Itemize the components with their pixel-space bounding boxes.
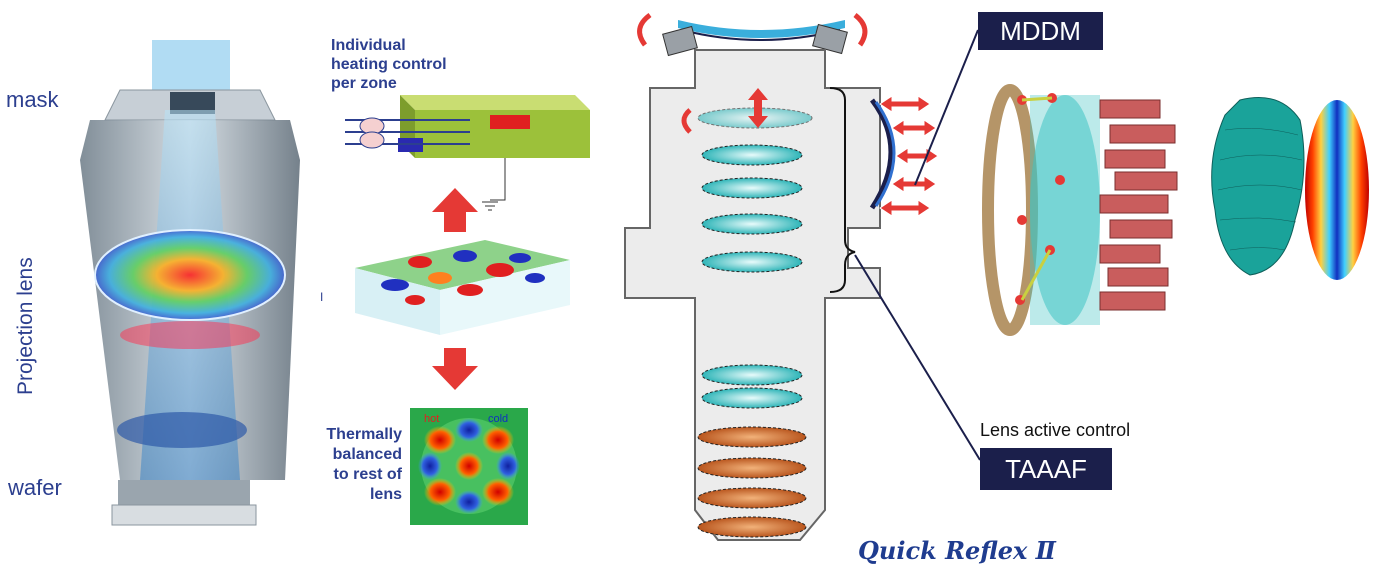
thermal-balance-map	[410, 408, 528, 525]
balanced-line: balanced	[332, 446, 402, 463]
quick-reflex-brand: Quick Reflex Ⅱ	[858, 536, 1056, 565]
double-arrow-icon	[879, 95, 939, 217]
ground-icon	[482, 201, 498, 211]
projection-lens-tower	[80, 40, 300, 526]
heating-title-line: heating control	[331, 56, 447, 73]
arrow-down-icon	[432, 348, 478, 390]
thermally-balanced-caption: Thermally balanced to rest of lens	[310, 425, 402, 505]
zernike-map	[1305, 100, 1369, 280]
deformable-mirror	[869, 95, 939, 217]
lens-active-control-caption: Lens active control	[980, 420, 1131, 440]
heater-plate	[345, 95, 590, 211]
mask-label: mask	[6, 87, 59, 112]
lens-elements-orange	[697, 426, 807, 538]
lens-actuator-arrows	[681, 88, 768, 134]
top-mirror	[637, 12, 868, 57]
surface-mesh	[1217, 128, 1303, 251]
cold-label: cold	[488, 413, 509, 425]
heating-title-line: Individual	[331, 37, 406, 54]
arrow-up-icon	[432, 188, 478, 232]
wafer-label: wafer	[8, 475, 62, 500]
thermal-plate	[355, 240, 570, 335]
lens-elements-cyan	[697, 107, 813, 409]
balanced-line: lens	[369, 486, 402, 503]
tick-mark: I	[320, 290, 324, 304]
rotate-arrow-icon	[637, 12, 652, 47]
lens-column-housing	[624, 49, 881, 541]
deformation-surface	[1211, 97, 1305, 276]
balanced-line: to rest of	[333, 466, 402, 483]
heating-control-title: Individual heating control per zone	[331, 36, 447, 93]
mddm-label: MDDM	[978, 12, 1103, 50]
mddm-connector	[914, 29, 979, 186]
actuated-lens-assembly	[982, 84, 1178, 336]
rotate-arrow-icon	[853, 13, 868, 47]
taaaf-connector	[854, 254, 981, 461]
heating-title-line: per zone	[331, 75, 397, 92]
balanced-line: Thermally	[326, 426, 402, 443]
projection-lens-label: Projection lens	[14, 257, 37, 395]
lens-group-bracket	[829, 87, 856, 293]
hot-label: hot	[424, 413, 440, 425]
taaaf-label: TAAAF	[980, 448, 1112, 490]
